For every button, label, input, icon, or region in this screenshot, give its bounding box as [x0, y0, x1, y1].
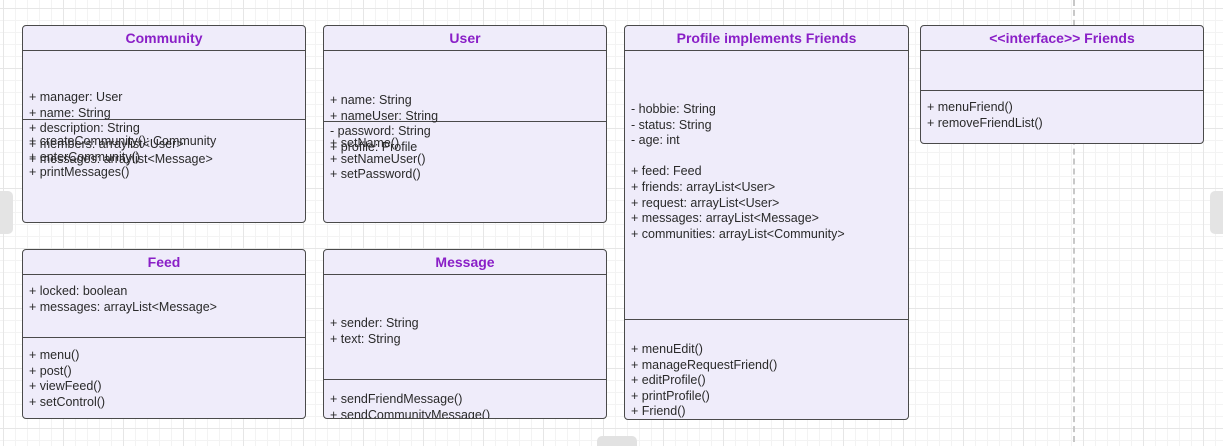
attribute-line: + communities: arrayList<Community> [631, 227, 902, 243]
attribute-line: + locked: boolean [29, 284, 299, 300]
attributes-compartment: + name: String+ nameUser: String- passwo… [324, 51, 606, 122]
attribute-line: + name: String [330, 93, 600, 109]
method-line: + viewFeed() [29, 379, 299, 395]
methods-compartment: + sendFriendMessage()+ sendCommunityMess… [324, 380, 606, 419]
method-line: + setNameUser() [330, 152, 600, 168]
attribute-line: + friends: arrayList<User> [631, 180, 902, 196]
method-line: + printProfile() [631, 389, 902, 405]
attribute-line: + sender: String [330, 316, 600, 332]
attributes-compartment: + manager: User+ name: String+ descripti… [23, 51, 305, 120]
attributes-compartment: + sender: String+ text: String [324, 275, 606, 380]
method-line: + setName() [330, 136, 600, 152]
bottom-panel-handle[interactable] [597, 436, 637, 446]
feed-class[interactable]: Feed+ locked: boolean+ messages: arrayLi… [22, 249, 306, 419]
method-line: + createCommunity(): Community [29, 134, 299, 150]
method-line: + sendCommunityMessage() [330, 408, 600, 419]
method-line: + removeFriendList() [927, 116, 1197, 132]
method-line: + menu() [29, 348, 299, 364]
methods-compartment: + menuEdit()+ manageRequestFriend()+ edi… [625, 320, 908, 420]
class-title: Profile implements Friends [625, 26, 908, 51]
attribute-line: + manager: User [29, 90, 299, 106]
method-line: + editProfile() [631, 373, 902, 389]
attribute-line: + messages: arrayList<Message> [631, 211, 902, 227]
attributes-compartment: + locked: boolean+ messages: arrayList<M… [23, 275, 305, 338]
method-line: + setPassword() [330, 167, 600, 183]
attribute-line: - hobbie: String [631, 102, 902, 118]
class-title: Feed [23, 250, 305, 275]
attribute-line: - status: String [631, 118, 902, 134]
method-line: + menuEdit() [631, 342, 902, 358]
methods-compartment: + menuFriend()+ removeFriendList() [921, 91, 1203, 131]
attribute-line: + text: String [330, 332, 600, 348]
attribute-line: + messages: arrayList<Message> [29, 300, 299, 316]
method-line: + manageRequestFriend() [631, 358, 902, 374]
attributes-compartment: - hobbie: String- status: String- age: i… [625, 51, 908, 320]
method-line: + post() [29, 364, 299, 380]
community-class[interactable]: Community+ manager: User+ name: String+ … [22, 25, 306, 223]
attribute-line: + request: arrayList<User> [631, 196, 902, 212]
methods-compartment: + menu()+ post()+ viewFeed()+ setControl… [23, 338, 305, 410]
class-title: Community [23, 26, 305, 51]
attribute-line: + name: String [29, 106, 299, 122]
class-title: <<interface>> Friends [921, 26, 1203, 51]
method-line: + Friend() [631, 404, 902, 420]
profile-class[interactable]: Profile implements Friends- hobbie: Stri… [624, 25, 909, 420]
attributes-compartment [921, 51, 1203, 91]
right-panel-handle[interactable] [1210, 191, 1223, 234]
class-title: User [324, 26, 606, 51]
friends-interface[interactable]: <<interface>> Friends + menuFriend()+ rem… [920, 25, 1204, 144]
user-class[interactable]: User+ name: String+ nameUser: String- pa… [323, 25, 607, 223]
method-line: + menuFriend() [927, 100, 1197, 116]
class-title: Message [324, 250, 606, 275]
spacer-line [631, 149, 902, 165]
message-class[interactable]: Message+ sender: String+ text: String+ s… [323, 249, 607, 419]
method-line: + sendFriendMessage() [330, 392, 600, 408]
attribute-line: - age: int [631, 133, 902, 149]
attribute-line: + feed: Feed [631, 164, 902, 180]
left-panel-handle[interactable] [0, 191, 13, 234]
method-line: + setControl() [29, 395, 299, 411]
